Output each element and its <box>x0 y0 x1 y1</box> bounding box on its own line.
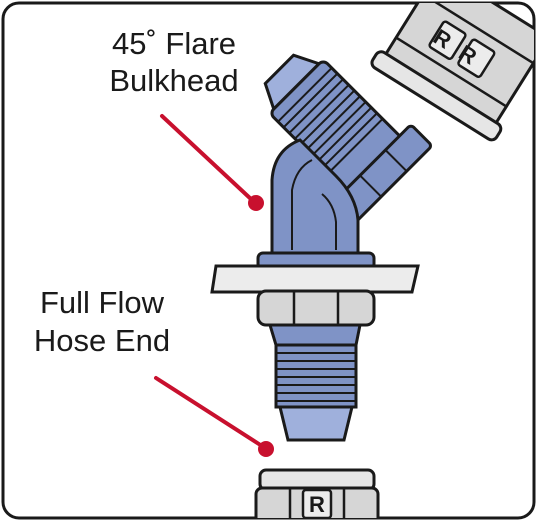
hose-end-fitting <box>267 323 362 442</box>
red-dot-marker <box>248 195 264 211</box>
bulkhead-panel <box>210 264 420 294</box>
top-hose-nut: RR <box>370 3 534 142</box>
label-45-flare: 45˚ Flare <box>112 26 236 61</box>
leader-bottom <box>154 376 274 457</box>
label-bulkhead: Bulkhead <box>109 63 238 98</box>
elbow-fitting <box>256 53 432 271</box>
bottom-hose-nut: R <box>254 468 380 518</box>
brand-logo: R <box>301 488 333 518</box>
bottom-nut-logo: R <box>309 492 325 517</box>
red-dot-marker <box>258 441 274 457</box>
bulkhead-nut <box>256 289 376 327</box>
leader-top <box>160 114 264 211</box>
label-hose-end: Hose End <box>34 323 170 358</box>
label-full-flow: Full Flow <box>40 285 165 320</box>
